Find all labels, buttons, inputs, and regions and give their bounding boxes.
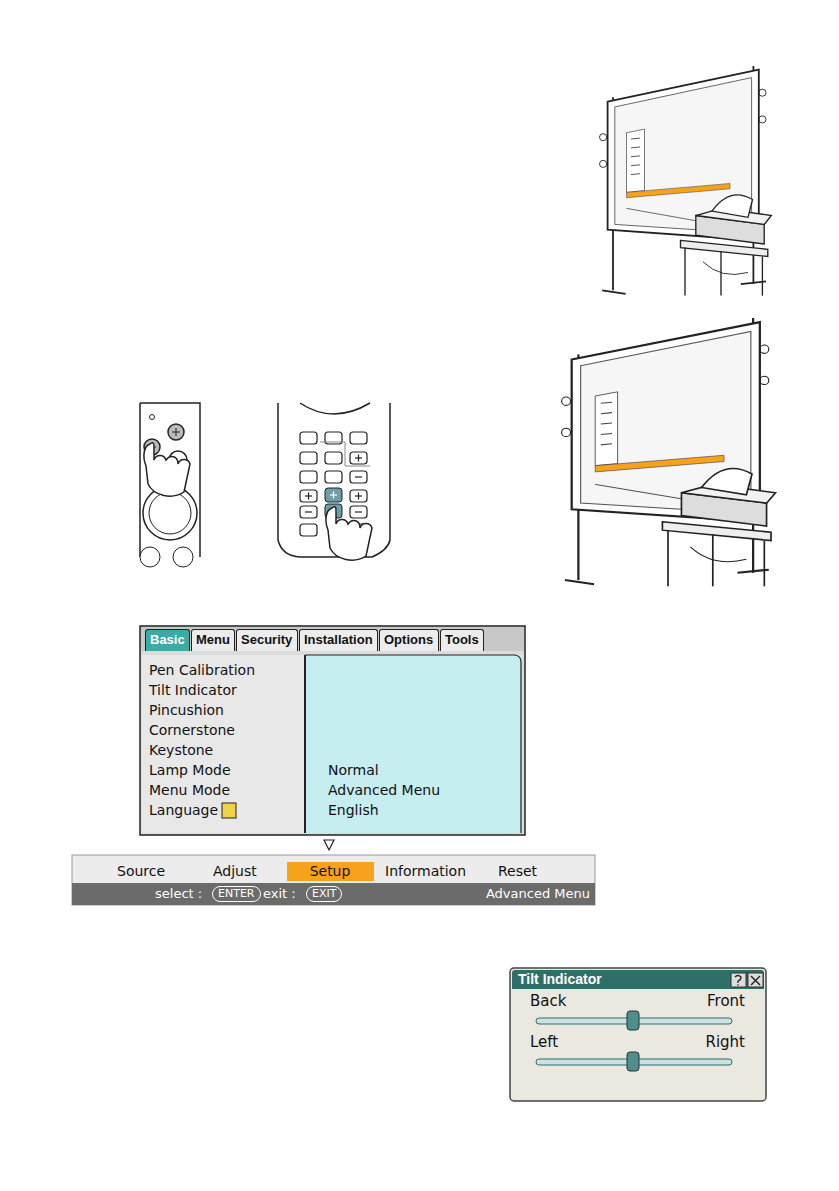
menu-mode-text: Advanced Menu [486, 886, 590, 901]
menu-tab: Menu [191, 629, 235, 651]
node-text: Installation [304, 632, 373, 647]
menu-item: Lamp Mode [149, 762, 231, 778]
dialog-buttons [730, 972, 765, 988]
node-text: Tools [445, 632, 479, 647]
slider-label: Right [706, 1033, 746, 1051]
selected-menu-item: Setup [287, 862, 374, 881]
menu-item: Language [149, 802, 218, 818]
slider-label: Back [530, 992, 566, 1010]
node-text: Security [241, 632, 292, 647]
menu-tab: Tools [440, 629, 484, 651]
menu-bar-item: Information [385, 863, 466, 879]
menu-item: Tilt Indicator [149, 682, 237, 698]
menu-bar-item: Source [117, 863, 165, 879]
menu-item: Cornerstone [149, 722, 235, 738]
slider-label: Left [530, 1033, 558, 1051]
node-text: Menu [196, 632, 230, 647]
menu-tab: Basic [145, 629, 190, 651]
dialog-title-bar: Tilt Indicator [512, 970, 764, 989]
node-text: EXIT [312, 887, 336, 900]
node-text: ENTER [218, 887, 255, 900]
slider-label: Front [707, 992, 745, 1010]
node-text: Setup [310, 863, 351, 879]
node-text: Tilt Indicator [518, 971, 602, 987]
menu-tab: Security [236, 629, 298, 651]
hint-text: exit : [263, 886, 296, 901]
menu-item: Keystone [149, 742, 213, 758]
menu-item: Pincushion [149, 702, 224, 718]
menu-value: Advanced Menu [328, 782, 440, 798]
key-cap: EXIT [306, 886, 342, 902]
menu-item: Pen Calibration [149, 662, 255, 678]
dialog-icons [730, 972, 765, 988]
menu-bar-item: Reset [498, 863, 537, 879]
node-text: Options [384, 632, 433, 647]
menu-tab: Installation [299, 629, 378, 651]
menu-item: Menu Mode [149, 782, 230, 798]
menu-value: Normal [328, 762, 379, 778]
hint-text: select : [155, 886, 202, 901]
node-text: Basic [150, 632, 185, 647]
menu-value: English [328, 802, 379, 818]
key-cap: ENTER [212, 886, 261, 902]
menu-tab: Options [379, 629, 439, 651]
menu-bar-item: Adjust [213, 863, 257, 879]
